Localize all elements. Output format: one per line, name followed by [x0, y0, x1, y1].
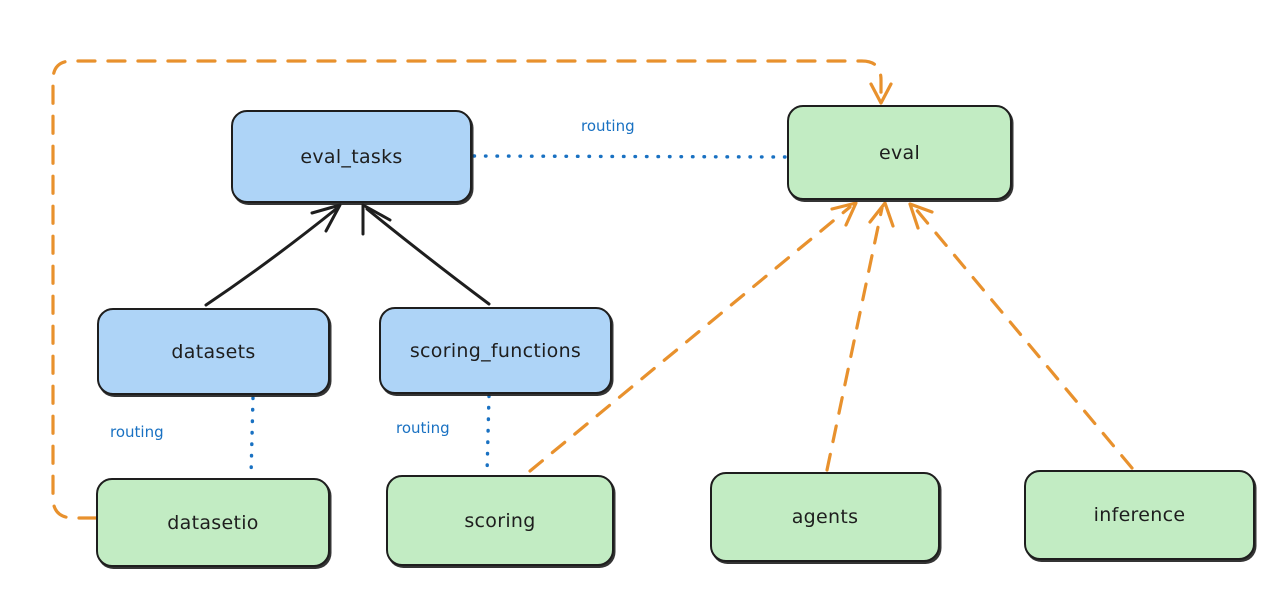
- node-label: agents: [791, 506, 859, 528]
- edge-scoring-functions-to-eval-tasks: [361, 203, 491, 306]
- edge-datasets-to-eval-tasks: [204, 203, 342, 307]
- edge-label-routing-datasets: routing: [110, 423, 164, 441]
- node-label: datasets: [171, 340, 256, 363]
- node-label: datasetio: [167, 511, 259, 534]
- edge-eval-tasks-to-eval-routing: [472, 154, 788, 159]
- node-inference[interactable]: inference: [1024, 470, 1255, 560]
- edge-inference-to-eval: [908, 202, 1134, 470]
- edge-datasets-to-datasetio-routing: [249, 396, 255, 478]
- node-label: eval_tasks: [300, 145, 403, 168]
- node-agents[interactable]: agents: [710, 472, 940, 562]
- edge-scoring-functions-to-scoring-routing: [485, 394, 491, 476]
- node-label: inference: [1093, 504, 1186, 526]
- node-label: scoring: [464, 509, 536, 532]
- node-eval-tasks[interactable]: eval_tasks: [231, 110, 472, 203]
- edge-label-routing-eval: routing: [581, 117, 635, 135]
- node-datasets[interactable]: datasets: [97, 308, 330, 395]
- node-scoring[interactable]: scoring: [386, 475, 614, 566]
- node-label: eval: [878, 141, 921, 164]
- node-eval[interactable]: eval: [787, 105, 1012, 200]
- edge-label-routing-scoring: routing: [396, 419, 450, 437]
- node-scoring-functions[interactable]: scoring_functions: [379, 307, 612, 394]
- edge-datasetio-to-eval: [51, 59, 893, 520]
- edge-agents-to-eval: [825, 201, 895, 472]
- node-label: scoring_functions: [409, 339, 582, 362]
- node-datasetio[interactable]: datasetio: [96, 478, 330, 567]
